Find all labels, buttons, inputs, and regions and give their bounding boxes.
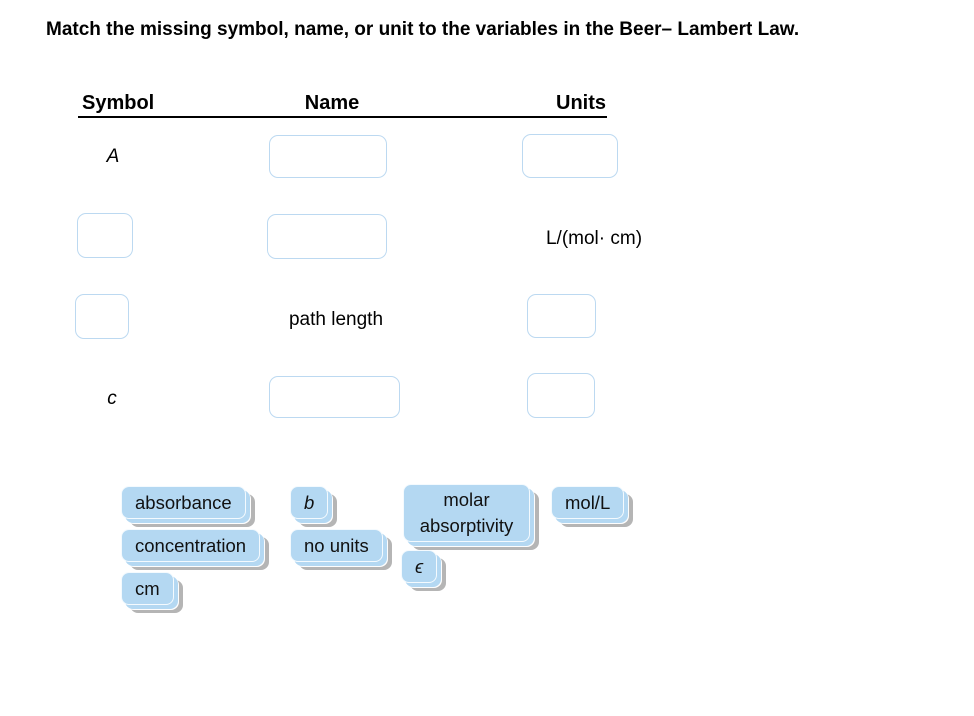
dropzone-symbol-row2[interactable] bbox=[77, 213, 133, 258]
column-header-name: Name bbox=[304, 92, 360, 114]
dropzone-name-row1[interactable] bbox=[269, 135, 387, 178]
units-molar-absorptivity: L/(mol· cm) bbox=[545, 228, 643, 249]
column-header-symbol: Symbol bbox=[82, 92, 155, 114]
chip-no-units[interactable]: no units bbox=[290, 529, 383, 562]
chip-epsilon[interactable]: ϵ bbox=[401, 550, 438, 583]
chip-cm[interactable]: cm bbox=[121, 572, 174, 605]
dropzone-name-row2[interactable] bbox=[267, 214, 387, 259]
name-path-length: path length bbox=[288, 309, 384, 330]
dropzone-units-row4[interactable] bbox=[527, 373, 595, 418]
dropzone-name-row4[interactable] bbox=[269, 376, 400, 418]
column-header-units: Units bbox=[556, 92, 606, 114]
instruction-text: Match the missing symbol, name, or unit … bbox=[46, 19, 800, 40]
dropzone-units-row1[interactable] bbox=[522, 134, 618, 178]
symbol-A: A bbox=[106, 146, 120, 167]
chip-b[interactable]: b bbox=[290, 486, 329, 519]
symbol-c: c bbox=[107, 388, 117, 409]
chip-molar-absorptivity[interactable]: molar absorptivity bbox=[403, 484, 530, 542]
header-underline bbox=[78, 116, 607, 118]
chip-absorbance[interactable]: absorbance bbox=[121, 486, 246, 519]
chip-mol-per-L[interactable]: mol/L bbox=[551, 486, 625, 519]
chip-concentration[interactable]: concentration bbox=[121, 529, 261, 562]
dropzone-units-row3[interactable] bbox=[527, 294, 596, 338]
dropzone-symbol-row3[interactable] bbox=[75, 294, 129, 339]
